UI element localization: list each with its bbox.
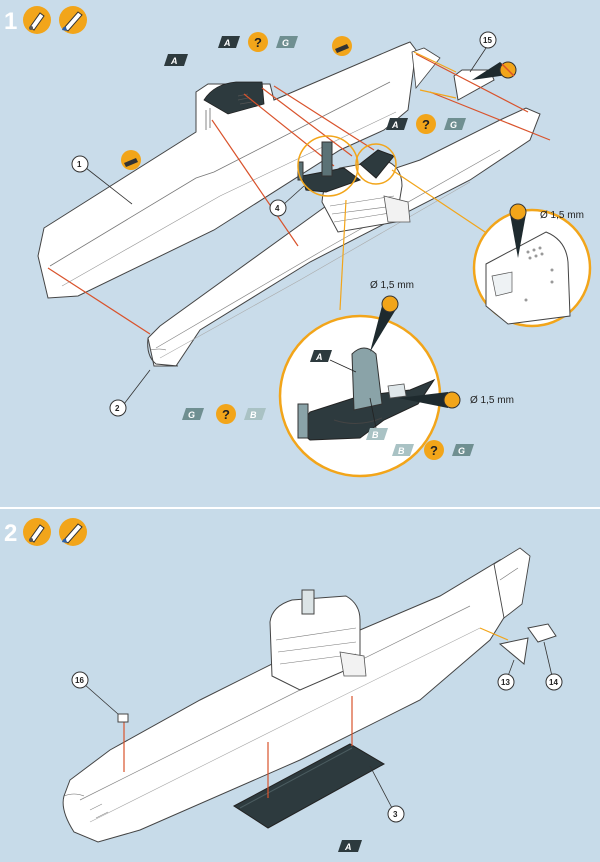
drill-icon xyxy=(509,203,527,258)
paint-mix-icon: ? xyxy=(254,35,262,50)
display-stand-part xyxy=(233,743,386,829)
paint-brush-icon xyxy=(59,6,87,34)
drill-icon xyxy=(370,295,399,352)
glue-spot-icon xyxy=(121,150,141,170)
assembled-submarine xyxy=(62,547,531,843)
svg-text:A: A xyxy=(315,352,323,362)
svg-text:15: 15 xyxy=(483,36,492,45)
svg-text:A: A xyxy=(344,842,352,852)
hull-zoom-detail xyxy=(472,208,592,328)
glue-tube-icon xyxy=(23,518,51,546)
svg-text:B: B xyxy=(398,446,405,456)
paint-code-group: B ? G xyxy=(392,440,474,460)
callout-part-3: 3 xyxy=(369,765,405,823)
svg-text:?: ? xyxy=(222,407,230,422)
svg-text:4: 4 xyxy=(275,204,280,213)
callout-part-16: 16 xyxy=(71,671,119,715)
svg-text:B: B xyxy=(372,430,379,440)
svg-text:A: A xyxy=(391,120,399,130)
svg-text:13: 13 xyxy=(501,678,510,687)
assembly-arrows xyxy=(47,53,551,335)
drill-icon xyxy=(398,391,461,409)
svg-text:G: G xyxy=(458,446,465,456)
paint-code-group: G ? B xyxy=(182,404,266,424)
callout-part-13: 13 xyxy=(497,659,515,691)
tower-zoom-origin xyxy=(297,135,359,197)
callout-part-1: 1 xyxy=(71,155,133,205)
part-16-piece xyxy=(117,713,129,723)
callout-part-14: 14 xyxy=(543,641,563,691)
svg-text:2: 2 xyxy=(115,404,120,413)
paint-code-group: A ? G xyxy=(218,32,298,52)
rudder-part-13 xyxy=(498,637,529,665)
hull-upper-half xyxy=(37,41,417,299)
bow-zoom-origin xyxy=(355,143,397,185)
svg-text:G: G xyxy=(450,120,457,130)
svg-text:14: 14 xyxy=(549,678,558,687)
dimension-label: Ø 1,5 mm xyxy=(540,210,584,221)
paint-tag-b-zoom: B xyxy=(366,397,388,440)
tower-opening xyxy=(203,81,265,115)
svg-text:B: B xyxy=(250,410,257,420)
svg-text:16: 16 xyxy=(75,676,84,685)
callout-part-15: 15 xyxy=(469,31,497,73)
mount-arrows xyxy=(123,696,353,798)
dimension-label: Ø 1,5 mm xyxy=(370,280,414,291)
svg-text:A: A xyxy=(170,56,178,66)
step-2-number: 2 xyxy=(4,520,17,547)
tower-cap-part xyxy=(297,141,362,193)
svg-text:?: ? xyxy=(422,117,430,132)
paint-tag-a-standalone: A xyxy=(164,54,188,66)
drill-icon xyxy=(472,61,517,80)
paint-code-group: A ? G xyxy=(386,114,466,134)
paint-tag-a-zoom: A xyxy=(310,350,357,373)
svg-text:3: 3 xyxy=(393,810,398,819)
paint-tag-g: G xyxy=(282,38,289,48)
paint-brush-icon xyxy=(59,518,87,546)
paint-tag-a: A xyxy=(223,38,231,48)
svg-text:G: G xyxy=(188,410,195,420)
dimension-label: Ø 1,5 mm xyxy=(470,395,514,406)
svg-text:1: 1 xyxy=(77,160,82,169)
glue-spot-icon xyxy=(332,36,352,56)
svg-text:?: ? xyxy=(430,443,438,458)
glue-tube-icon xyxy=(23,6,51,34)
callout-part-2: 2 xyxy=(109,369,151,417)
guide-arrows xyxy=(339,51,495,311)
callout-part-4: 4 xyxy=(269,185,305,217)
guide-arrow xyxy=(479,627,509,641)
rudder-part-14 xyxy=(527,623,557,643)
paint-tag-a-stand: A xyxy=(338,840,362,852)
step-1-number: 1 xyxy=(4,8,17,35)
